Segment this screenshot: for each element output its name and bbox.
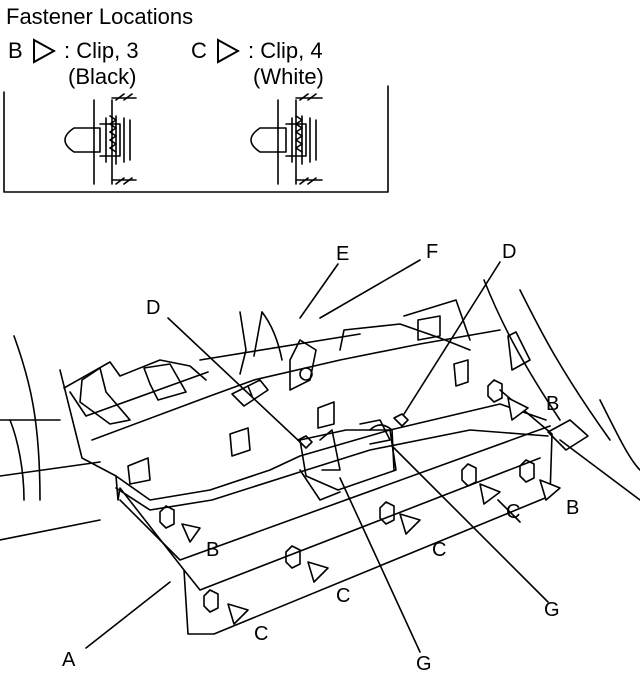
callout-c-3: C — [432, 539, 447, 561]
callout-b-left: B — [206, 539, 220, 561]
callout-g-bottom: G — [416, 653, 432, 675]
clip-b-description: : Clip, 3 — [64, 38, 139, 63]
center-bracket — [299, 419, 397, 501]
pointer-triangle-icon — [217, 38, 240, 64]
clip-c-detail-icon — [250, 93, 323, 185]
upper-brackets — [231, 339, 317, 407]
callout-b-lower-right: B — [566, 497, 580, 519]
clip-b-color: (Black) — [68, 64, 137, 89]
clip-c-letter: C — [191, 38, 207, 63]
clip-b-detail-icon — [64, 93, 137, 185]
callout-c-2: C — [336, 585, 351, 607]
clip-c-color: (White) — [253, 64, 324, 89]
callout-f: F — [426, 241, 439, 263]
callout-a: A — [62, 649, 76, 671]
callout-c-1: C — [254, 623, 269, 645]
callout-b-upper-right: B — [546, 393, 560, 415]
body-background — [0, 279, 640, 541]
rear-panel — [59, 315, 553, 635]
clip-c-description: : Clip, 4 — [248, 38, 323, 63]
legend-title: Fastener Locations — [6, 4, 194, 29]
legend-frame — [3, 85, 389, 193]
pointer-triangle-icon — [33, 38, 56, 64]
pointer-triangles — [181, 397, 561, 625]
callout-e: E — [336, 243, 350, 265]
callout-g-right: G — [544, 599, 560, 621]
callout-c-4: C — [506, 501, 521, 523]
panel-clip-icons — [159, 379, 535, 613]
clip-b-letter: B — [8, 38, 23, 63]
callout-d-left: D — [146, 297, 161, 319]
callout-d-right: D — [502, 241, 517, 263]
